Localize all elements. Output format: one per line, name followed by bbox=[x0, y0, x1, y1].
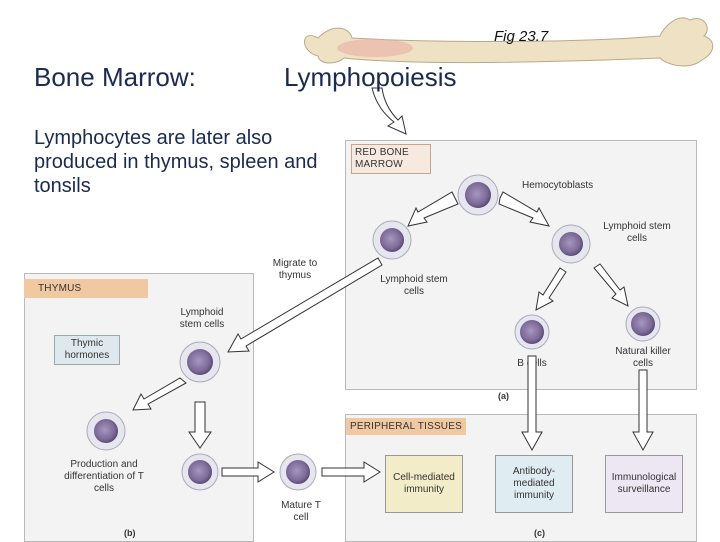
slide-title-left: Bone Marrow: bbox=[34, 62, 196, 92]
arrow-to-cell-mediated bbox=[321, 461, 381, 483]
production-differentiation-label: Production and differentiation of T cell… bbox=[64, 459, 144, 494]
hemocytoblasts-label: Hemocytoblasts bbox=[522, 180, 594, 191]
natural-killer-cell bbox=[625, 306, 661, 342]
migrate-to-thymus-label: Migrate to thymus bbox=[272, 258, 318, 281]
thymus-lymphoid-stem-cell bbox=[179, 341, 221, 383]
sublabel-a: (a) bbox=[498, 391, 509, 401]
red-bone-marrow-label: RED BONE MARROW bbox=[351, 144, 431, 174]
peripheral-tissues-label: PERIPHERAL TISSUES bbox=[346, 418, 466, 435]
sublabel-b: (b) bbox=[124, 528, 136, 538]
arrow-hemo-to-left bbox=[407, 191, 459, 227]
slide-title-right: Lymphopoiesis bbox=[284, 62, 457, 92]
thymic-hormones-box: Thymic hormones bbox=[54, 335, 120, 365]
lymphoid-stem-cell-right bbox=[551, 224, 591, 264]
bone-to-marrow-arrow bbox=[371, 87, 407, 135]
lymphoid-stem-cells-left-label: Lymphoid stem cells bbox=[380, 274, 448, 297]
figure-label: Fig 23.7 bbox=[494, 28, 549, 45]
thymus-t-cell bbox=[181, 453, 219, 491]
antibody-mediated-immunity-box: Antibody-mediated immunity bbox=[495, 455, 573, 513]
cell-mediated-immunity-box: Cell-mediated immunity bbox=[385, 455, 463, 513]
arrow-thymus-stem-to-dev bbox=[132, 377, 187, 411]
arrow-migrate-to-thymus bbox=[227, 257, 383, 353]
slide-body-text: Lymphocytes are later also produced in t… bbox=[34, 127, 318, 197]
red-bone-marrow-panel bbox=[345, 140, 697, 390]
arrow-hemo-to-right bbox=[498, 191, 550, 227]
sublabel-c: (c) bbox=[534, 528, 545, 538]
natural-killer-cells-label: Natural killer cells bbox=[615, 346, 671, 369]
arrow-to-b-cells bbox=[535, 267, 567, 311]
arrow-nk-to-surveillance bbox=[632, 369, 654, 452]
mature-t-cell-label: Mature T cell bbox=[281, 500, 321, 523]
thymus-label: THYMUS bbox=[24, 279, 148, 298]
bone-illustration bbox=[304, 17, 714, 67]
mature-t-cell bbox=[279, 453, 317, 491]
b-cell bbox=[514, 314, 550, 350]
arrow-thymus-down bbox=[188, 401, 212, 449]
immunological-surveillance-box: Immunological surveillance bbox=[605, 455, 683, 513]
thymus-lymphoid-stem-cells-label: Lymphoid stem cells bbox=[179, 307, 225, 330]
arrow-to-mature-t-cell bbox=[221, 461, 275, 483]
lymphoid-stem-cells-right-label: Lymphoid stem cells bbox=[603, 221, 671, 244]
thymus-developing-cell bbox=[86, 411, 126, 451]
hemocytoblast-cell bbox=[457, 174, 499, 216]
arrow-to-nk-cells bbox=[593, 263, 629, 307]
arrow-b-to-antibody bbox=[521, 355, 543, 452]
lymphoid-stem-cell-left bbox=[372, 220, 412, 260]
